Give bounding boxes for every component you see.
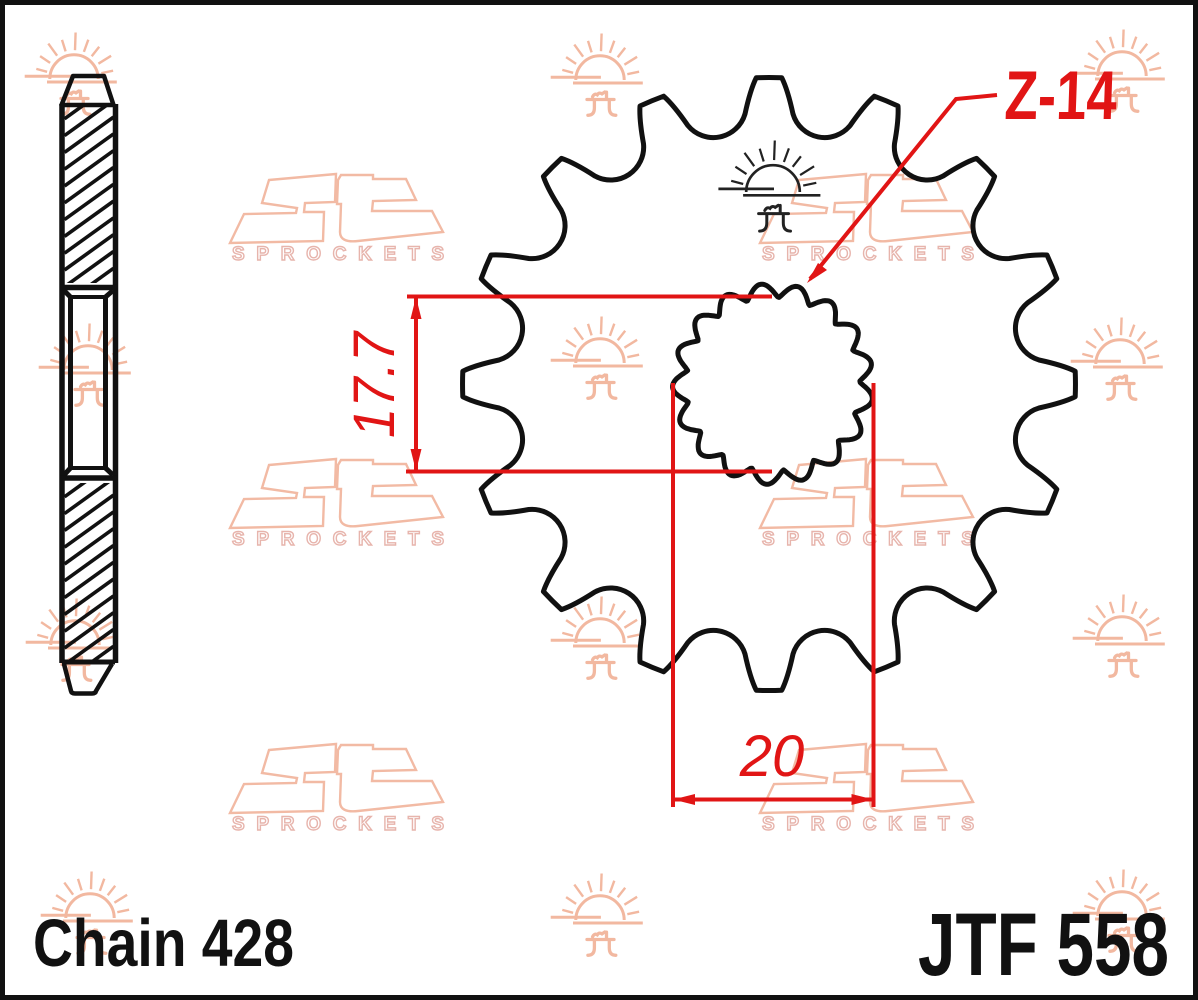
svg-text:Z-14: Z-14 (1003, 57, 1118, 134)
svg-text:JTF 558: JTF 558 (918, 894, 1169, 994)
svg-text:20: 20 (739, 724, 805, 789)
svg-text:SPROCKETS: SPROCKETS (762, 814, 974, 835)
svg-text:SPROCKETS: SPROCKETS (232, 529, 444, 550)
svg-text:SPROCKETS: SPROCKETS (232, 814, 444, 835)
svg-text:17.7: 17.7 (342, 329, 407, 438)
svg-text:Chain 428: Chain 428 (33, 906, 294, 981)
svg-text:SPROCKETS: SPROCKETS (762, 244, 974, 265)
svg-text:SPROCKETS: SPROCKETS (232, 244, 444, 265)
svg-text:SPROCKETS: SPROCKETS (762, 529, 974, 550)
